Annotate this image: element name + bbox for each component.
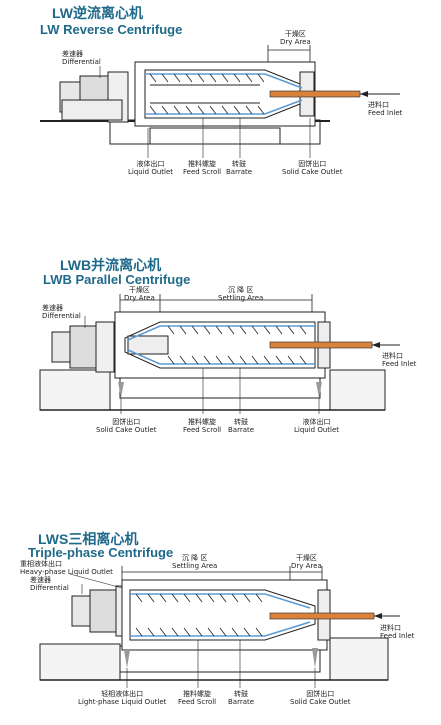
label-liquid-outlet-cn: 液体出口	[136, 160, 165, 168]
label-barrate-en: Barrate	[226, 168, 253, 176]
label-solid-cake-cn: 固饼出口	[298, 160, 327, 168]
label-barrate: 转鼓 Barrate	[228, 418, 254, 434]
label-barrate: 转鼓 Barrate	[228, 690, 254, 706]
panel-title-en: LW Reverse Centrifuge	[40, 22, 183, 37]
label-liquid-outlet: 液体出口 Liquid Outlet	[294, 418, 339, 434]
label-dry-area: 干燥区 Dry Area	[124, 286, 155, 302]
label-feed-inlet-en: Feed Inlet	[380, 632, 415, 640]
label-dry-area: 干燥区 Dry Area	[280, 30, 311, 46]
label-differential-cn: 差速器	[62, 50, 83, 58]
label-settling-area: 沉 降 区 Settling Area	[172, 554, 217, 570]
label-liquid-outlet-en: Liquid Outlet	[128, 168, 174, 176]
label-feed-scroll-cn: 推料螺旋	[183, 690, 212, 698]
panel-title-cn: LWS三相离心机	[38, 531, 139, 547]
label-dry-area: 干燥区 Dry Area	[291, 554, 322, 570]
label-liquid-outlet-en: Liquid Outlet	[294, 426, 340, 434]
label-differential: 差速器 Differential	[30, 576, 69, 592]
label-dry-area-en: Dry Area	[124, 294, 155, 302]
label-dry-area-en: Dry Area	[291, 562, 322, 570]
label-barrate-cn: 转鼓	[232, 160, 247, 168]
label-feed-scroll-cn: 推料螺旋	[188, 418, 217, 426]
panel-title-en: Triple-phase Centrifuge	[28, 545, 174, 560]
label-settling-cn: 沉 降 区	[181, 554, 208, 562]
label-feed-scroll-en: Feed Scroll	[183, 168, 222, 176]
label-solid-cake-cn: 固饼出口	[112, 418, 141, 426]
label-light-en: Light-phase Liquid Outlet	[78, 698, 167, 706]
label-heavy-cn: 重相液体出口	[20, 560, 62, 568]
label-settling-en: Settling Area	[172, 562, 218, 570]
label-settling-en: Settling Area	[218, 294, 264, 302]
label-feed-inlet-cn: 进料口	[368, 101, 389, 109]
label-differential-en: Differential	[42, 312, 81, 320]
label-dry-area-cn: 干燥区	[284, 30, 306, 38]
label-solid-cake-en: Solid Cake Outlet	[96, 426, 157, 434]
label-feed-scroll: 推料螺旋 Feed Scroll	[183, 160, 221, 176]
label-differential: 差速器 Differential	[62, 50, 101, 66]
label-feed-scroll-en: Feed Scroll	[183, 426, 222, 434]
label-light-phase-outlet: 轻相液体出口 Light-phase Liquid Outlet	[78, 690, 166, 706]
label-feed-inlet: 进料口 Feed Inlet	[382, 352, 416, 368]
label-feed-scroll-cn: 推料螺旋	[188, 160, 217, 168]
label-feed-scroll: 推料螺旋 Feed Scroll	[183, 418, 221, 434]
label-heavy-phase-outlet: 重相液体出口 Heavy-phase Liquid Outlet	[20, 560, 113, 576]
label-settling-cn: 沉 降 区	[227, 286, 254, 294]
label-barrate-cn: 转鼓	[234, 690, 249, 698]
label-liquid-outlet: 液体出口 Liquid Outlet	[128, 160, 173, 176]
label-solid-cake-outlet: 固饼出口 Solid Cake Outlet	[282, 160, 342, 176]
label-feed-inlet-cn: 进料口	[380, 624, 401, 632]
centrifuge-diagram	[39, 566, 400, 688]
label-settling-area: 沉 降 区 Settling Area	[218, 286, 263, 302]
label-dry-area-cn: 干燥区	[295, 554, 317, 562]
panel-title-cn: LW逆流离心机	[52, 5, 143, 21]
centrifuge-diagram	[40, 45, 400, 158]
panel-lwb-parallel: LWB并流离心机 LWB Parallel Centrifuge	[0, 250, 441, 450]
label-dry-area-cn: 干燥区	[128, 286, 150, 294]
label-feed-scroll-en: Feed Scroll	[178, 698, 217, 706]
label-barrate-en: Barrate	[228, 426, 255, 434]
label-feed-inlet-en: Feed Inlet	[382, 360, 417, 368]
panel-title-cn: LWB并流离心机	[60, 257, 162, 273]
panel-title-en: LWB Parallel Centrifuge	[43, 272, 191, 287]
label-feed-inlet-en: Feed Inlet	[368, 109, 403, 117]
label-heavy-en: Heavy-phase Liquid Outlet	[20, 568, 113, 576]
label-solid-cake-outlet: 固饼出口 Solid Cake Outlet	[96, 418, 156, 434]
label-barrate-cn: 转鼓	[234, 418, 249, 426]
panel-lws-triple: LWS三相离心机 Triple-phase Centrifuge	[0, 528, 441, 725]
label-feed-inlet: 进料口 Feed Inlet	[380, 624, 414, 640]
label-barrate: 转鼓 Barrate	[226, 160, 252, 176]
label-solid-cake-cn: 固饼出口	[306, 690, 335, 698]
label-differential-en: Differential	[30, 584, 69, 592]
label-solid-cake-en: Solid Cake Outlet	[282, 168, 343, 176]
label-barrate-en: Barrate	[228, 698, 255, 706]
label-solid-cake-outlet: 固饼出口 Solid Cake Outlet	[290, 690, 350, 706]
centrifuge-diagram	[39, 294, 400, 414]
panel-lw-reverse: LW逆流离心机 LW Reverse Centrifuge	[0, 0, 441, 200]
label-differential-cn: 差速器	[42, 304, 63, 312]
label-dry-area-en: Dry Area	[280, 38, 311, 46]
label-feed-scroll: 推料螺旋 Feed Scroll	[178, 690, 216, 706]
label-solid-cake-en: Solid Cake Outlet	[290, 698, 351, 706]
label-differential-cn: 差速器	[30, 576, 51, 584]
label-feed-inlet-cn: 进料口	[382, 352, 403, 360]
label-liquid-outlet-cn: 液体出口	[302, 418, 331, 426]
label-differential-en: Differential	[62, 58, 101, 66]
label-differential: 差速器 Differential	[42, 304, 81, 320]
label-feed-inlet: 进料口 Feed Inlet	[368, 101, 402, 117]
label-light-cn: 轻相液体出口	[101, 690, 144, 698]
